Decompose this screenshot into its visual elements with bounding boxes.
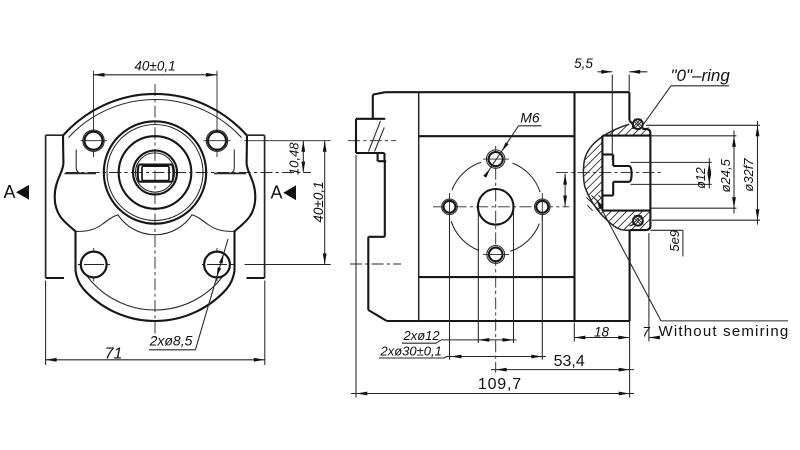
svg-text:2xø12: 2xø12 xyxy=(403,328,441,343)
svg-text:M6: M6 xyxy=(520,110,540,126)
svg-text:40±0,1: 40±0,1 xyxy=(311,181,326,222)
svg-text:A: A xyxy=(4,182,16,202)
svg-text:109,7: 109,7 xyxy=(478,376,522,393)
svg-text:7: 7 xyxy=(642,325,650,340)
svg-text:2xø8,5: 2xø8,5 xyxy=(149,333,193,349)
svg-text:2xø30±0,1: 2xø30±0,1 xyxy=(380,344,442,359)
svg-text:40±0,1: 40±0,1 xyxy=(134,59,175,74)
svg-text:5e9: 5e9 xyxy=(667,230,682,252)
svg-text:ø12: ø12 xyxy=(694,167,708,189)
svg-text:ø24,5: ø24,5 xyxy=(718,158,733,192)
svg-text:5,5: 5,5 xyxy=(574,56,593,71)
svg-text:71: 71 xyxy=(105,346,123,363)
svg-text:53,4: 53,4 xyxy=(554,353,585,370)
svg-text:Without semiring: Without semiring xyxy=(659,323,790,340)
svg-text:"0"–ring: "0"–ring xyxy=(671,66,731,85)
svg-text:ø32f7: ø32f7 xyxy=(741,158,756,192)
svg-text:18: 18 xyxy=(594,325,610,340)
svg-text:10,48: 10,48 xyxy=(287,142,302,175)
svg-text:A: A xyxy=(271,183,283,203)
